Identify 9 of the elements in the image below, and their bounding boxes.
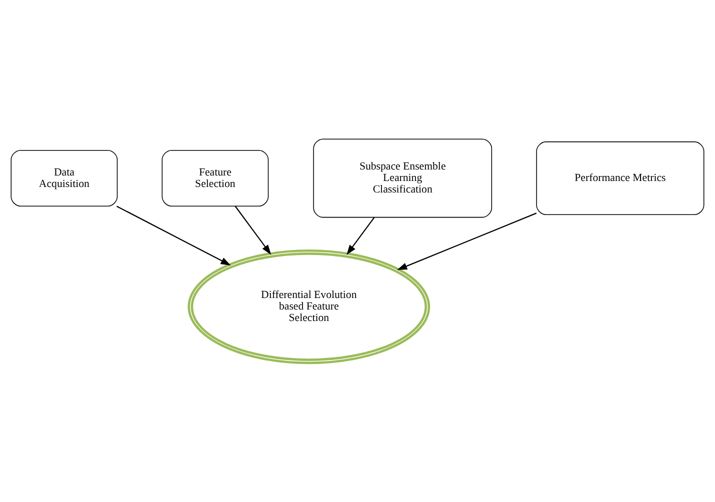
arrow <box>234 206 272 255</box>
node-ellipse: Differential Evolution based Feature Selection <box>188 249 430 364</box>
arrow <box>116 206 231 266</box>
node-box: Subspace Ensemble Learning Classification <box>313 138 492 218</box>
arrow <box>397 212 537 270</box>
node-box: Performance Metrics <box>536 141 704 215</box>
node-box: Data Acquisition <box>10 150 118 206</box>
node-box: Feature Selection <box>162 150 269 206</box>
arrow <box>346 217 375 256</box>
